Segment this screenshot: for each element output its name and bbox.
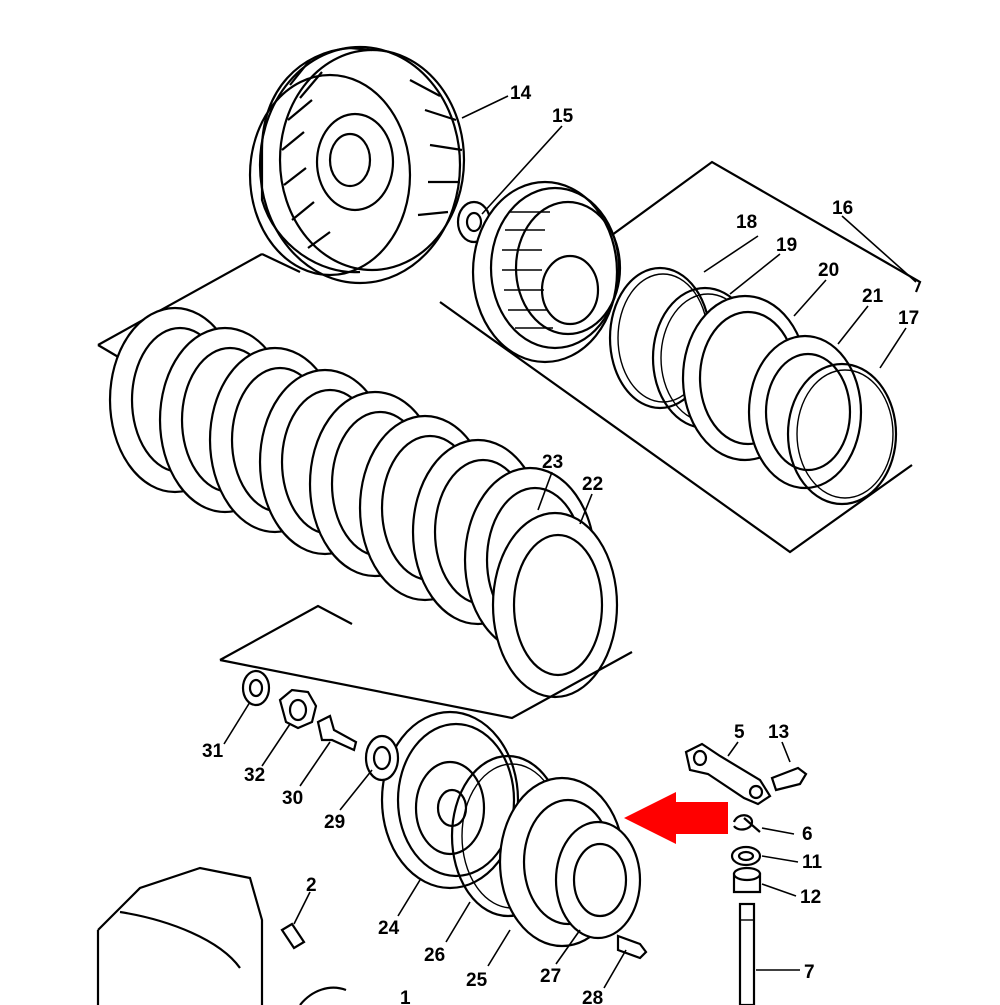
plate-27 [554,820,642,940]
clutch-plate-21 [747,334,863,490]
bracket-top-left [97,253,263,346]
push-rod-30 [316,714,358,752]
callout-16: 16 [832,198,853,219]
dowel-pin-2 [280,922,306,950]
callout-5: 5 [734,722,745,743]
callout-2: 2 [306,875,317,896]
clutch-boss [471,180,622,364]
collar-12 [732,866,762,894]
bracket-top-group [611,160,922,293]
callout-labels: 14 15 16 18 19 20 21 17 23 22 5 13 6 11 … [202,83,919,1005]
washer-31 [241,669,271,707]
shaft-7 [738,902,756,1005]
callout-22: 22 [582,474,603,495]
callout-12: 12 [800,887,821,908]
clutch-housing [248,45,466,285]
callout-30: 30 [282,788,303,809]
bolt-28 [616,934,648,960]
callout-25: 25 [466,970,488,991]
push-lever-5 [684,742,772,806]
callout-26: 26 [424,945,445,966]
callout-7: 7 [804,962,815,983]
callout-20: 20 [818,260,839,281]
callout-6: 6 [802,824,813,845]
wire-ring-17 [786,362,898,506]
callout-31: 31 [202,741,224,762]
callout-19: 19 [776,235,797,256]
callout-29: 29 [324,812,345,833]
callout-1: 1 [400,988,411,1005]
callout-13: 13 [768,722,789,743]
plate-stack [108,306,619,699]
nut-32 [278,688,318,730]
callout-14: 14 [510,83,532,104]
callout-32: 32 [244,765,265,786]
oil-seal-11 [730,845,762,867]
callout-23: 23 [542,452,563,473]
bracket-lower [219,604,353,661]
callout-27: 27 [540,966,561,987]
callout-15: 15 [552,106,574,127]
callout-28: 28 [582,988,603,1005]
callout-17: 17 [898,308,919,329]
spring-6 [732,814,761,833]
leader-lines [223,95,917,989]
pressure-plate [380,710,520,890]
bolt-13 [770,766,808,792]
crankcase [96,866,347,1005]
callout-24: 24 [378,918,400,939]
bearing-29 [364,734,400,782]
callout-11: 11 [802,852,823,873]
red-pointer-arrow-icon [624,792,728,844]
callout-18: 18 [736,212,757,233]
callout-21: 21 [862,286,884,307]
